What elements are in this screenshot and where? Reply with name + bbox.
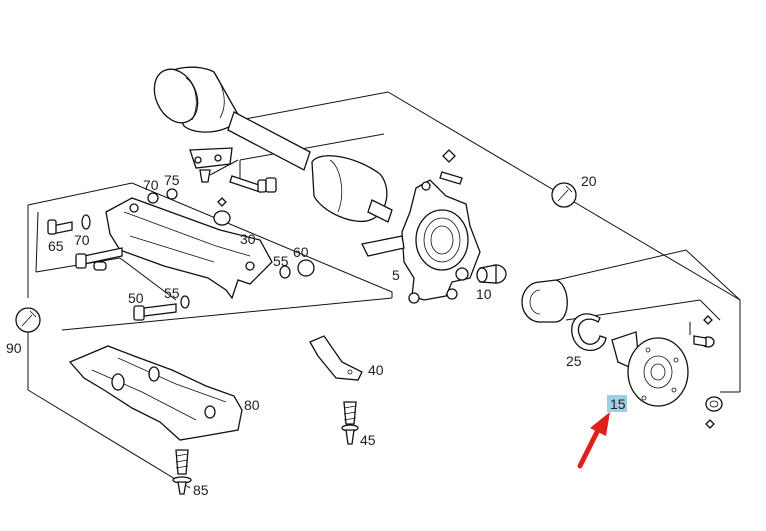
- drive-shaft-part: [153, 66, 393, 223]
- wrench-icon: [551, 182, 577, 208]
- lower-arm-part: [68, 345, 243, 441]
- bushing-part: [476, 264, 507, 284]
- screw-part-45: [341, 401, 359, 445]
- wheel-carrier-part: [361, 179, 481, 304]
- callout-30[interactable]: 30: [240, 231, 256, 247]
- callout-20[interactable]: 20: [581, 173, 597, 189]
- wheel-bearing-part: [521, 279, 568, 323]
- callout-55-left[interactable]: 55: [164, 285, 180, 301]
- bolt-part-top: [439, 149, 463, 185]
- callout-85[interactable]: 85: [193, 482, 209, 498]
- callout-45[interactable]: 45: [360, 432, 376, 448]
- callout-90[interactable]: 90: [6, 340, 22, 356]
- clamp-part: [189, 147, 233, 183]
- callout-60[interactable]: 60: [293, 244, 309, 260]
- bolt-part: [229, 175, 277, 193]
- callout-labels: 5 10 15 20 25 30 40 45 50 55 55 60 65 70…: [6, 172, 626, 498]
- callout-40[interactable]: 40: [368, 362, 384, 378]
- small-parts-group: [47, 188, 315, 321]
- bracket-part: [309, 335, 363, 381]
- callout-70-top[interactable]: 70: [143, 177, 159, 193]
- callout-5[interactable]: 5: [392, 267, 400, 283]
- callout-65[interactable]: 65: [48, 238, 64, 254]
- callout-70-left[interactable]: 70: [74, 232, 90, 248]
- grouping-lines: [27, 91, 741, 489]
- wrench-icon: [15, 307, 41, 333]
- highlight-box: [607, 395, 627, 412]
- callout-15[interactable]: 15: [610, 396, 626, 412]
- callout-50[interactable]: 50: [128, 290, 144, 306]
- snap-ring-part: [571, 313, 607, 351]
- screw-part-85: [172, 449, 192, 495]
- callout-25[interactable]: 25: [566, 353, 582, 369]
- control-arm-part: [105, 197, 273, 300]
- wheel-hub-part: [611, 331, 689, 407]
- callout-75[interactable]: 75: [164, 172, 180, 188]
- callout-55-right[interactable]: 55: [273, 253, 289, 269]
- callout-10[interactable]: 10: [476, 286, 492, 302]
- wheel-bolt-part: [693, 315, 723, 429]
- callout-80[interactable]: 80: [244, 397, 260, 413]
- red-arrow-icon: [577, 412, 610, 469]
